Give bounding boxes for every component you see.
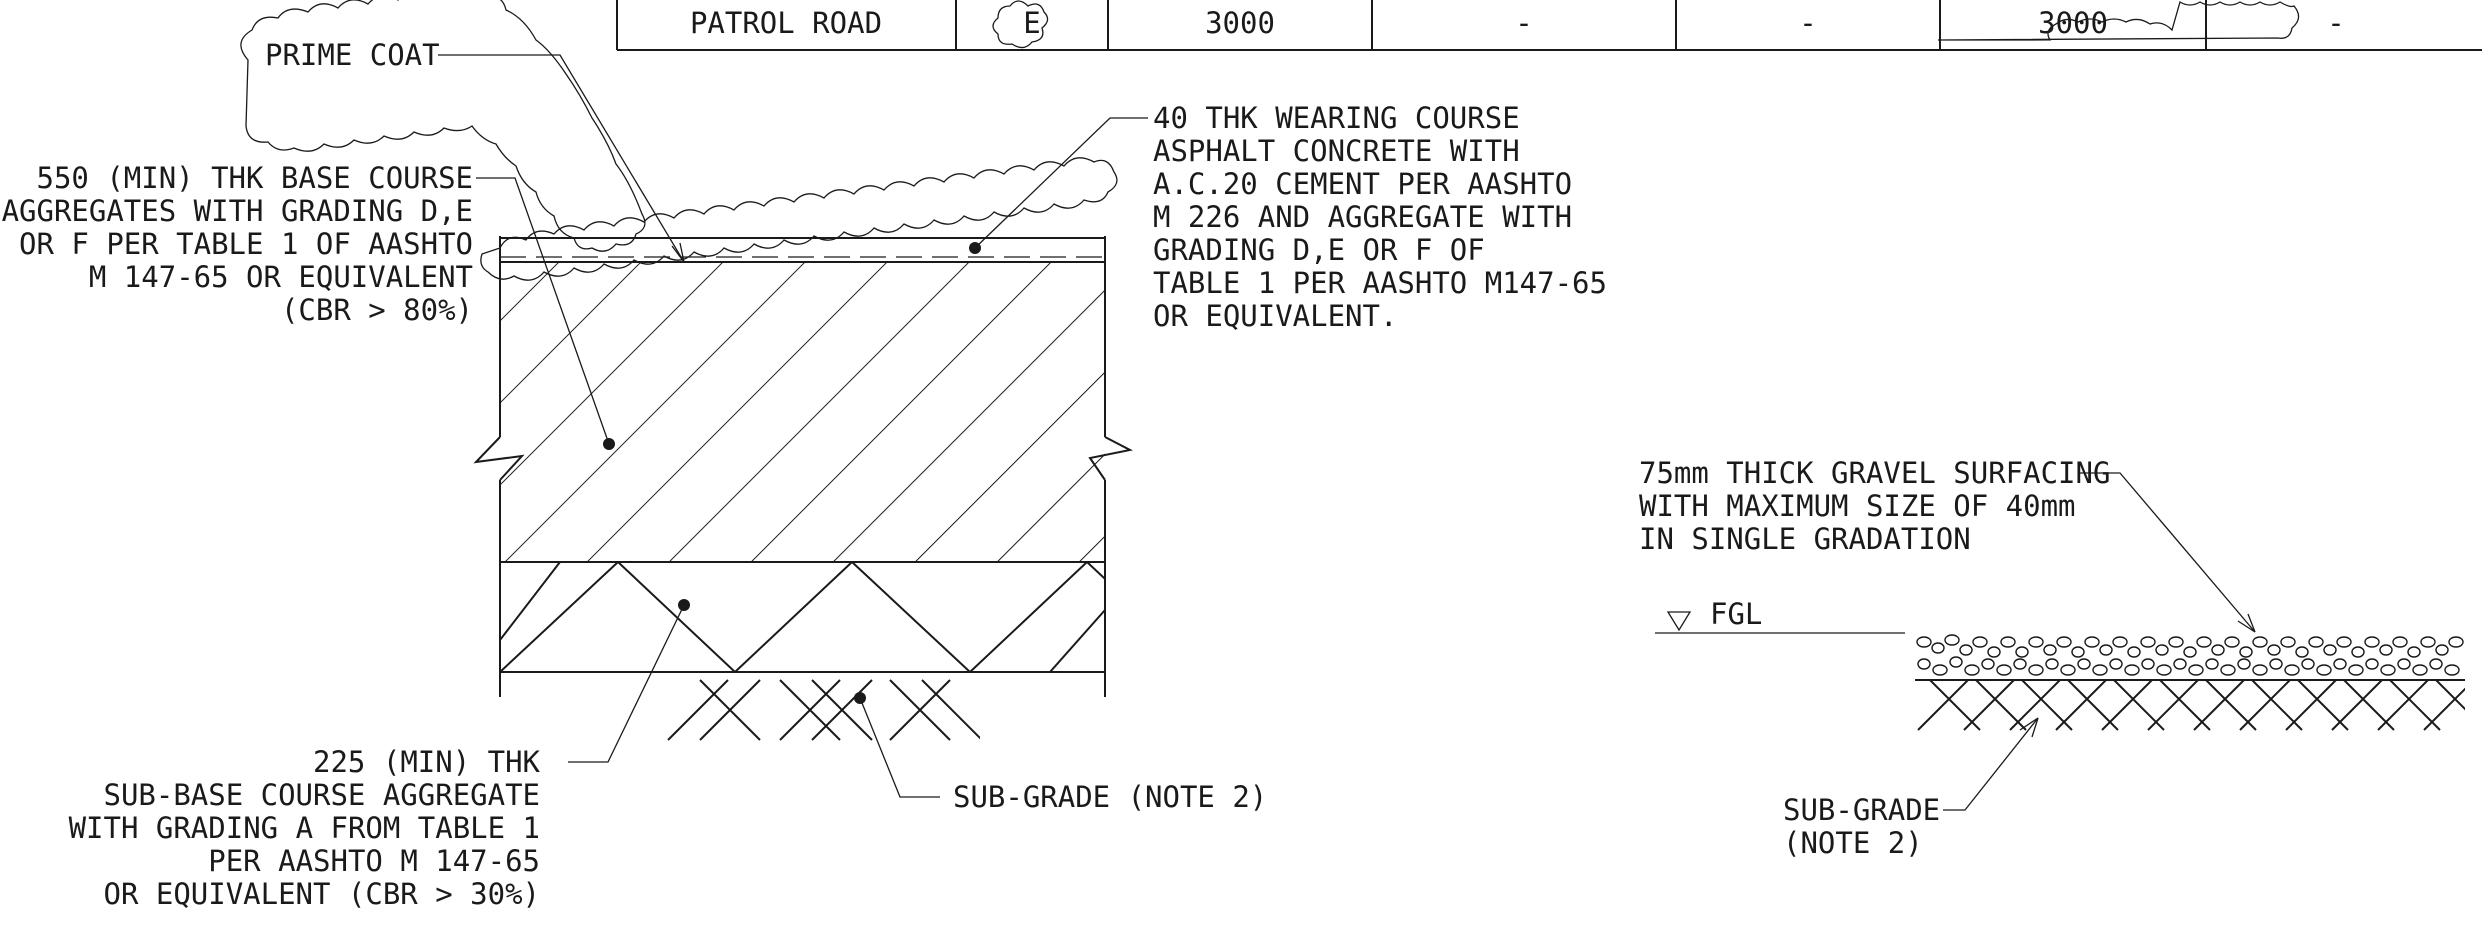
sub-grade-right-line-1: SUB-GRADE — [1783, 793, 1940, 827]
wearing-course-line-5: GRADING D,E OR F OF — [1153, 233, 1485, 267]
schedule-table-row: PATROL ROAD E 3000 - - 3000 - — [616, 0, 2482, 51]
gravel-leader — [2080, 472, 2256, 633]
wearing-course-line-4: M 226 AND AGGREGATE WITH — [1153, 200, 1572, 234]
table-cell-col7: - — [2327, 6, 2344, 40]
gravel-stones — [1916, 634, 2464, 676]
sub-grade-left-callout: SUB-GRADE (NOTE 2) — [859, 697, 1267, 814]
gravel-arrow — [2237, 613, 2256, 633]
wearing-course-callout: 40 THK WEARING COURSE ASPHALT CONCRETE W… — [974, 101, 1607, 333]
base-course-line-4: M 147-65 OR EQUIVALENT — [89, 260, 473, 294]
pavement-section — [473, 157, 1133, 741]
prime-coat-arrow — [671, 242, 685, 263]
table-cell-col4: - — [1515, 6, 1532, 40]
sub-grade-hatch — [667, 679, 980, 741]
sub-base-line-3: WITH GRADING A FROM TABLE 1 — [69, 811, 540, 845]
wearing-course-line-6: TABLE 1 PER AASHTO M147-65 — [1153, 266, 1607, 300]
sub-base-hatch — [500, 562, 1105, 672]
fgl-triangle-icon — [1666, 611, 1692, 632]
gravel-line-2: WITH MAXIMUM SIZE OF 40mm — [1639, 489, 2076, 523]
sub-grade-right-hatch — [1917, 680, 2465, 731]
sub-grade-left-label: SUB-GRADE (NOTE 2) — [953, 780, 1267, 814]
wearing-course-line-3: A.C.20 CEMENT PER AASHTO — [1153, 167, 1572, 201]
base-course-line-2: AGGREGATES WITH GRADING D,E — [2, 194, 473, 228]
base-course-leader — [476, 177, 610, 445]
table-cell-col5: - — [1799, 6, 1816, 40]
base-course-hatch — [500, 262, 1105, 562]
table-cell-road: PATROL ROAD — [690, 6, 882, 40]
base-course-callout: 550 (MIN) THK BASE COURSE AGGREGATES WIT… — [2, 161, 610, 445]
wearing-course-line-1: 40 THK WEARING COURSE — [1153, 101, 1520, 135]
revision-cloud-e — [992, 0, 1049, 49]
gravel-line-3: IN SINGLE GRADATION — [1639, 522, 1971, 556]
prime-coat-callout: PRIME COAT — [240, 0, 685, 263]
gravel-surfacing-detail: 75mm THICK GRAVEL SURFACING WITH MAXIMUM… — [1639, 456, 2465, 860]
prime-coat-label: PRIME COAT — [265, 38, 440, 72]
sub-base-line-4: PER AASHTO M 147-65 — [208, 844, 540, 878]
wearing-course-line-7: OR EQUIVALENT. — [1153, 299, 1397, 333]
base-course-line-5: (CBR > 80%) — [281, 293, 473, 327]
sub-base-line-5: OR EQUIVALENT (CBR > 30%) — [104, 877, 541, 911]
sub-base-line-1: 225 (MIN) THK — [313, 745, 541, 779]
base-course-line-1: 550 (MIN) THK BASE COURSE — [37, 161, 474, 195]
prime-coat-leader — [438, 54, 685, 263]
base-course-line-3: OR F PER TABLE 1 OF AASHTO — [19, 227, 473, 261]
fgl-label: FGL — [1710, 597, 1762, 631]
table-cell-col6: 3000 — [2038, 6, 2108, 40]
wearing-course-cloud — [480, 157, 1118, 281]
revision-cloud-3000 — [1937, 1, 2300, 41]
sub-grade-right-leader — [1943, 717, 2039, 811]
sub-base-line-2: SUB-BASE COURSE AGGREGATE — [104, 778, 541, 812]
table-cell-class: E — [1023, 6, 1040, 40]
sub-grade-right-arrow — [2019, 717, 2039, 738]
sub-base-callout: 225 (MIN) THK SUB-BASE COURSE AGGREGATE … — [69, 604, 685, 911]
sub-grade-left-leader — [859, 697, 940, 798]
sub-grade-right-line-2: (NOTE 2) — [1783, 826, 1923, 860]
wearing-course-leader — [974, 117, 1148, 249]
wearing-course-line-2: ASPHALT CONCRETE WITH — [1153, 134, 1520, 168]
gravel-line-1: 75mm THICK GRAVEL SURFACING — [1639, 456, 2110, 490]
table-cell-width: 3000 — [1205, 6, 1275, 40]
sub-base-leader — [568, 604, 685, 763]
prime-coat-cloud — [240, 0, 646, 252]
